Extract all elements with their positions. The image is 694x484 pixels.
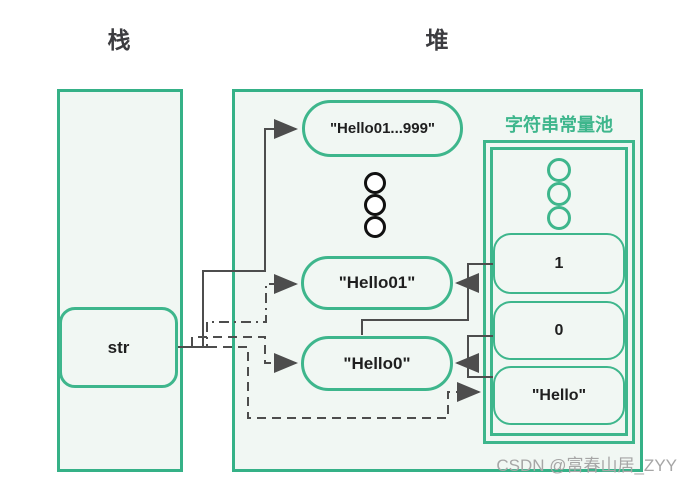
stack-region: [57, 89, 183, 472]
pool-item-1: 1: [493, 233, 625, 294]
ellipsis-dot-icon: [364, 216, 386, 238]
heap-object-hello0: "Hello0": [301, 336, 453, 391]
heap-object-hello01-999: "Hello01...999": [302, 100, 463, 157]
constant-pool-outer-border: [483, 140, 635, 444]
ellipsis-dot-icon: [364, 172, 386, 194]
constant-pool-label: 字符串常量池: [505, 115, 613, 135]
str-variable-box: str: [59, 307, 178, 388]
ellipsis-dot-icon: [364, 194, 386, 216]
ellipsis-dot-icon: [547, 158, 571, 182]
heap-object-hello01: "Hello01": [301, 256, 453, 310]
watermark: CSDN @富春山居_ZYY: [496, 456, 677, 475]
ellipsis-dot-icon: [547, 206, 571, 230]
pool-item-hello: "Hello": [493, 366, 625, 425]
pool-item-0: 0: [493, 301, 625, 360]
heap-title: 堆: [425, 27, 449, 53]
stack-title: 栈: [107, 27, 131, 53]
ellipsis-dot-icon: [547, 182, 571, 206]
constant-pool-inner-border: [490, 147, 628, 436]
